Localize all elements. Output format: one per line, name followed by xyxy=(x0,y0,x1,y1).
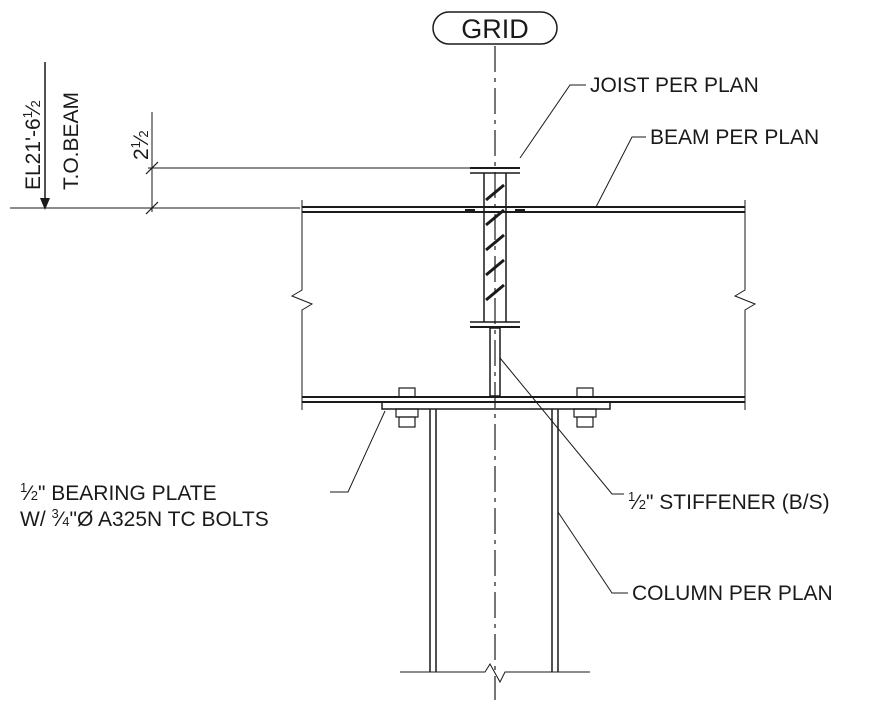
offset-dim-label: 21⁄2 xyxy=(128,130,153,160)
bearing-plate xyxy=(381,401,611,410)
joist xyxy=(465,167,525,328)
bearing-plate-label-line1: 1⁄2" BEARING PLATE xyxy=(20,480,217,505)
stiffener-leader xyxy=(499,357,624,495)
beam-label: BEAM PER PLAN xyxy=(650,126,819,149)
stiffener xyxy=(489,327,501,397)
bearing-plate-label-line2: W/ 3⁄4"Ø A325N TC BOLTS xyxy=(20,506,269,531)
elevation-label: EL21'-61⁄2 xyxy=(20,100,45,190)
grid-bubble: GRID xyxy=(432,11,558,45)
beam-leader xyxy=(595,136,646,208)
stiffener-label: 1⁄2" STIFFENER (B/S) xyxy=(628,489,830,514)
joist-leader xyxy=(519,84,586,159)
bolt-right xyxy=(573,387,597,428)
joist-label: JOIST PER PLAN xyxy=(590,74,759,97)
column-label: COLUMN PER PLAN xyxy=(632,582,833,605)
beam xyxy=(290,200,757,410)
offset-dimension: 21⁄2 xyxy=(128,112,470,215)
column xyxy=(400,409,590,684)
top-of-beam-label: T.O.BEAM xyxy=(60,92,83,190)
elevation-marker: EL21'-61⁄2 T.O.BEAM xyxy=(10,62,300,210)
bearing-plate-leader xyxy=(330,410,386,493)
bolt-left xyxy=(395,387,419,428)
column-leader xyxy=(557,511,628,594)
grid-label: GRID xyxy=(461,14,529,44)
